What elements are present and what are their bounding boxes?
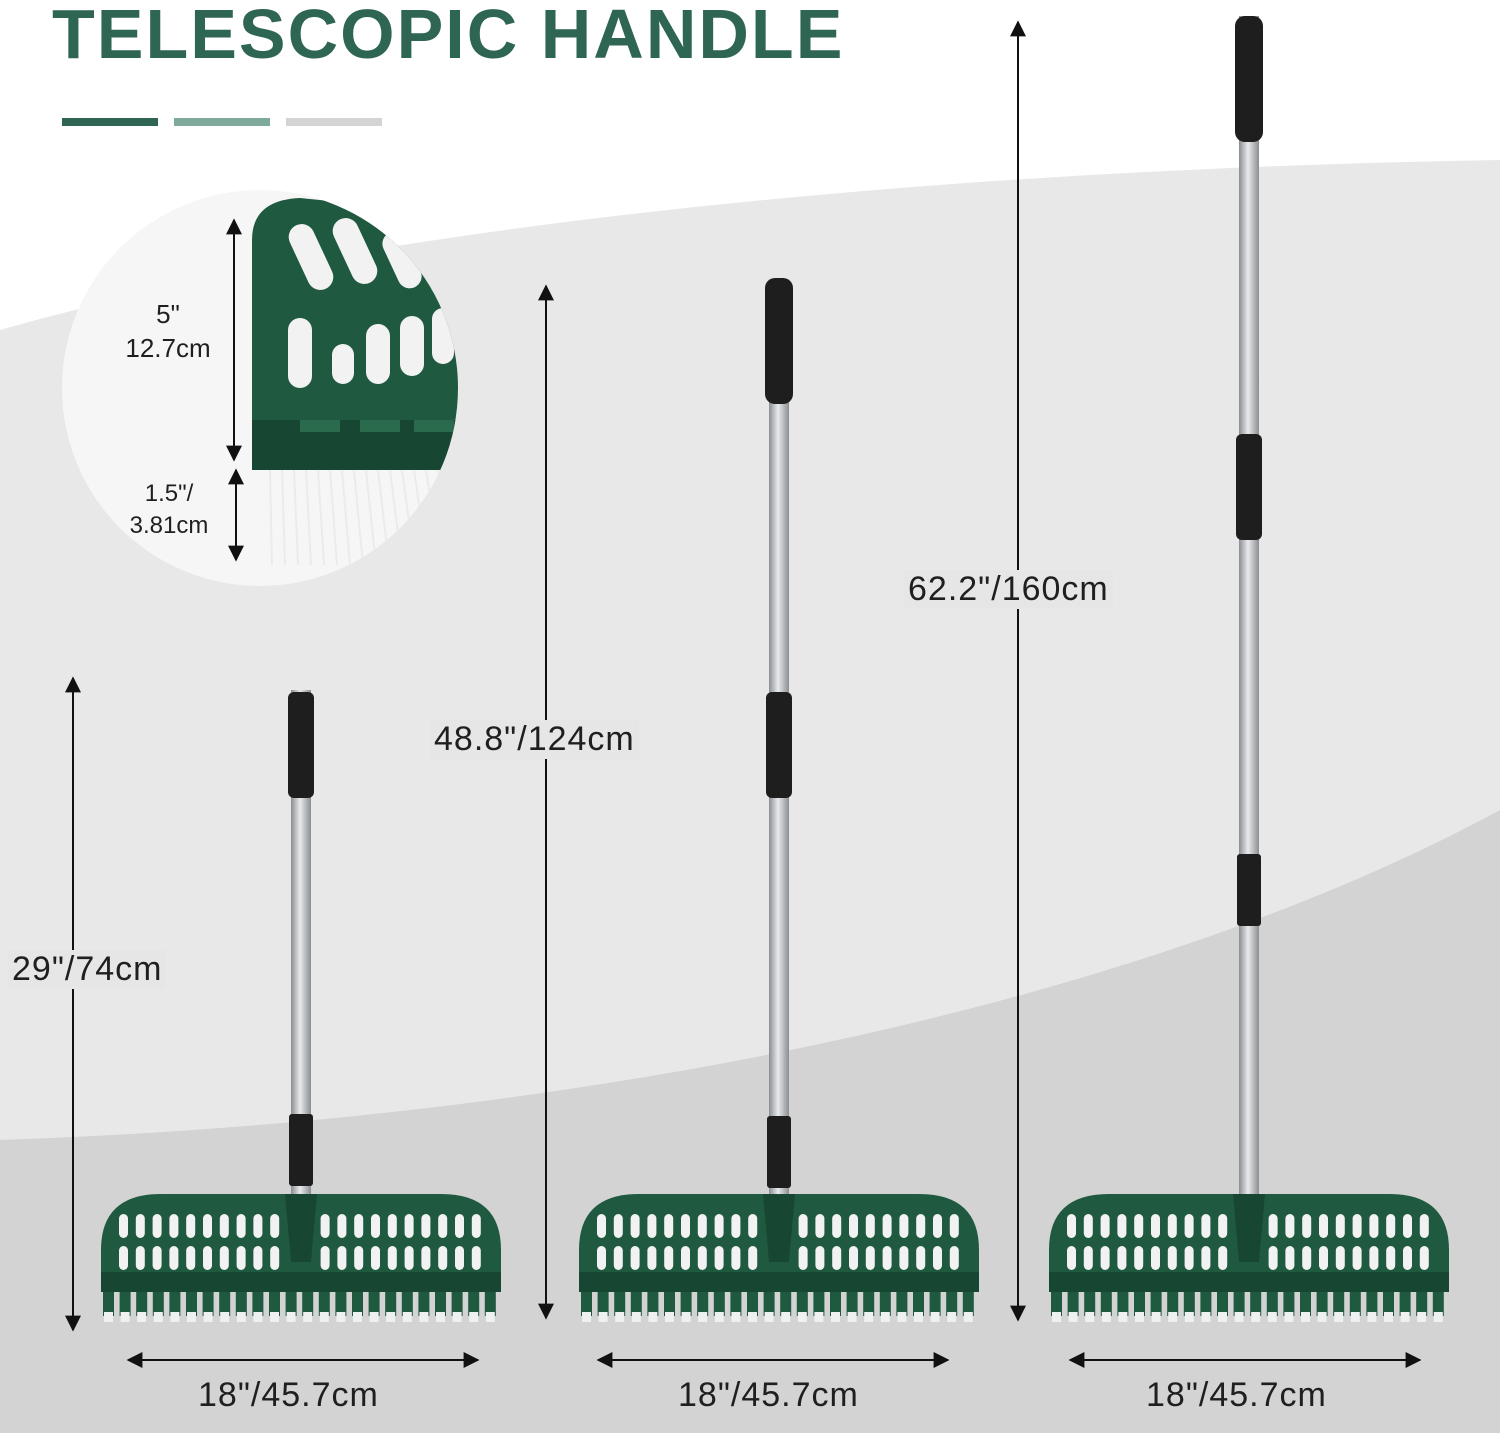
rake-short — [101, 690, 501, 1322]
page-title: TELESCOPIC HANDLE — [52, 0, 845, 73]
handle-grip — [289, 1114, 313, 1186]
detail-head-height-in: 5" — [156, 299, 180, 329]
handle-grip — [1236, 434, 1262, 540]
detail-bristle-length-cm: 3.81cm — [129, 512, 209, 540]
accent-bar-light — [286, 118, 382, 126]
handle-grip — [765, 278, 793, 404]
height-label-long: 62.2"/160cm — [904, 570, 1113, 609]
handle-grip — [1237, 854, 1261, 926]
accent-bar-mid — [174, 118, 270, 126]
handle-grip — [766, 692, 792, 798]
rake-long — [1049, 16, 1449, 1322]
rake-head-detail — [252, 198, 458, 566]
handle-grip — [1235, 16, 1263, 142]
handle-grip — [288, 692, 314, 798]
height-label-medium: 48.8"/124cm — [430, 720, 639, 759]
detail-head-height-cm: 12.7cm — [125, 332, 211, 363]
width-label-long: 18"/45.7cm — [1146, 1376, 1327, 1414]
handle-grip — [767, 1116, 791, 1188]
detail-head-height: 5" 12.7cm — [118, 298, 218, 366]
width-label-medium: 18"/45.7cm — [678, 1376, 859, 1414]
detail-bristle-length-in: 1.5"/ — [144, 480, 194, 507]
accent-bar-dark — [62, 118, 158, 126]
height-label-short: 29"/74cm — [8, 950, 167, 989]
detail-bristle-length: 1.5"/ 3.81cm — [114, 478, 224, 543]
width-label-short: 18"/45.7cm — [198, 1376, 379, 1414]
rake-medium — [579, 278, 979, 1322]
